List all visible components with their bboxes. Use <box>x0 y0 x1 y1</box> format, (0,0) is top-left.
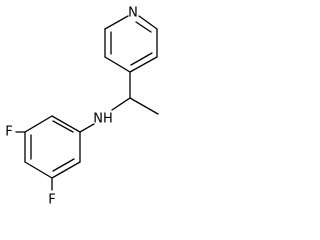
fluorine-para-label: F <box>5 125 12 140</box>
bond-c6-n <box>138 15 158 30</box>
bond-c2-c3 <box>24 115 53 133</box>
bond-c4-c5 <box>129 56 158 73</box>
pyridine-nitrogen-label: N <box>128 6 138 21</box>
fluorine-ortho-label: F <box>48 193 55 208</box>
bond-n-c2 <box>104 15 129 30</box>
bond-c4-c5 <box>24 161 53 179</box>
ethyl-linker <box>111 71 159 115</box>
bond-c6-n-inner <box>135 21 152 33</box>
amine-nh-label: NH <box>93 112 113 127</box>
bond-c3-c4 <box>104 56 131 73</box>
bond-c4-c5-inner <box>130 52 153 66</box>
bond-ch-ch3 <box>129 97 159 115</box>
bond-c5-c6-inner <box>52 158 75 172</box>
difluorophenyl-ring <box>15 115 95 191</box>
pyridine-ring <box>104 15 158 73</box>
bond-ch-nh <box>111 97 131 111</box>
bond-c1-c2-inner <box>52 120 74 133</box>
bond-nh-c1 <box>79 123 95 133</box>
atom-labels: N NH F F <box>5 6 138 208</box>
structure-diagram: N NH F F <box>5 6 159 208</box>
bond-c5-c6 <box>51 161 81 179</box>
bond-c1-c2 <box>51 115 81 133</box>
molecule-drawing: N NH F F <box>5 6 159 208</box>
